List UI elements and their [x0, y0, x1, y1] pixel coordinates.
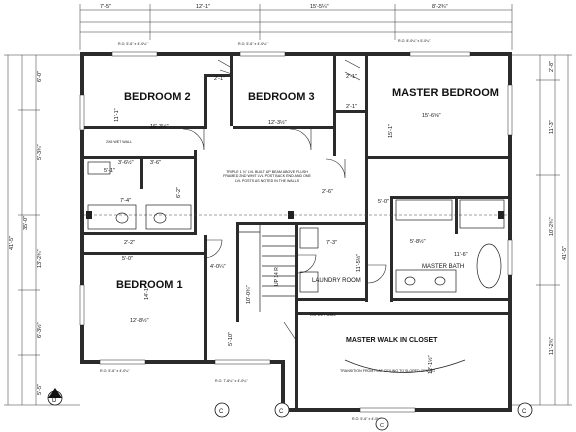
top-dim-4: 8'-2¾" — [432, 4, 448, 10]
doors — [182, 59, 387, 341]
dim-bath-height: 11'-6" — [454, 252, 468, 258]
section-marker-c2: C — [274, 402, 290, 418]
interior-walls — [84, 56, 508, 408]
dim-bath2-width: 5'-1" — [104, 168, 115, 174]
left-dim-6: 5'-5" — [37, 384, 43, 395]
room-label-bedroom1: BEDROOM 1 — [116, 279, 183, 291]
window-label-bedroom2: R.O. 5'-6" x 4'-0¼" — [118, 42, 148, 46]
dim-master-5-0: 5'-0" — [378, 199, 389, 205]
dim-stair-width: 10'-0¾" — [246, 285, 252, 304]
left-dimension-lines — [4, 54, 80, 406]
left-dim-7: 41'-5" — [9, 236, 15, 250]
stair-up-label: UP 14 R — [274, 267, 280, 286]
section-c1-label: C — [219, 409, 224, 415]
left-dim-4: 13'-2¾" — [37, 249, 43, 268]
top-dim-3: 15'-5¼" — [310, 4, 329, 10]
dim-laundry-height: 11'-5½" — [355, 254, 362, 272]
room-label-master-walk-in-closet: MASTER WALK IN CLOSET — [346, 337, 438, 344]
note-beam: TRIPLE 1 ¾" LVL BUILT UP BEAM ABOVE FLUS… — [223, 170, 311, 183]
dim-hall-3-6a: 3'-6½" — [118, 159, 134, 166]
dim-bed1-2-2: 2'-2" — [124, 240, 135, 246]
left-dim-5: 6'-3½" — [36, 322, 43, 338]
section-c2-label: C — [279, 409, 284, 415]
section-c3-label: C — [380, 423, 384, 429]
top-dim-2: 12'-1" — [196, 4, 210, 10]
window-label-center: R.O. 7'-6¼" x 4'-0¼" — [215, 379, 248, 383]
dim-laundry-width: 7'-3" — [326, 240, 337, 246]
room-label-laundry: LAUNDRY ROOM — [312, 278, 361, 284]
stair-treads — [239, 225, 295, 312]
dim-closet-bed3: 2'-1" — [346, 104, 357, 110]
right-dim-4: 41'-5" — [562, 246, 568, 260]
section-c4-label: C — [522, 409, 527, 415]
dim-bath2-6-2: 6'-2" — [176, 187, 182, 198]
left-dim-1: 6'-0" — [37, 71, 43, 82]
dim-closet-bed2: 2'-1" — [214, 76, 225, 82]
right-dim-3: 10'-2¾" — [549, 217, 555, 236]
window-label-bedroom3: R.O. 5'-6" x 4'-0¼" — [238, 42, 268, 46]
note-wet-wall-top: 2X6 WET WALL — [106, 140, 132, 144]
closet-transition-arc — [344, 359, 466, 373]
dim-master-width: 15'-6⅝" — [422, 113, 441, 119]
window-label-master: R.O. 8'-0¼" x 5'-0¼" — [398, 39, 431, 43]
top-dim-1: 7'-5" — [100, 4, 111, 10]
window-label-closet: R.O. 5'-6" x 4'-0¼" — [352, 417, 382, 421]
dim-master-2-1: 2'-1" — [346, 74, 357, 80]
dim-stair-run: 5'-10" — [228, 332, 234, 346]
right-dim-2: 11'-3" — [549, 120, 555, 134]
dim-bedroom1-height: 14'-1" — [144, 286, 150, 300]
dim-bed1-5-0: 5'-0" — [122, 256, 133, 262]
windows — [79, 51, 513, 413]
beam-posts — [86, 211, 504, 219]
window-label-bedroom1: R.O. 5'-6" x 4'-0¼" — [100, 369, 130, 373]
dim-bedroom1-width: 12'-8½" — [130, 317, 149, 324]
right-dimension-lines — [512, 54, 572, 406]
section-marker-c3: C — [375, 417, 389, 431]
dim-master-2-6: 2'-6" — [322, 189, 333, 195]
top-dimension-lines — [79, 4, 513, 50]
room-label-bedroom2: BEDROOM 2 — [124, 91, 191, 103]
dim-bedroom2-height: 11'-1" — [114, 108, 120, 122]
note-beam-container: TRIPLE 1 ¾" LVL BUILT UP BEAM ABOVE FLUS… — [223, 170, 311, 183]
room-label-master-bath: MASTER BATH — [422, 264, 464, 270]
section-marker-d: D — [47, 388, 63, 406]
note-transition: TRANSITION FROM FLAT CEILING TO SLOPED C… — [340, 369, 435, 373]
dim-hall-width: 4'-0¼" — [210, 264, 226, 270]
dim-bedroom3-width: 12'-3½" — [268, 119, 287, 126]
fixtures — [87, 161, 505, 293]
left-dim-2: 5'-3¾" — [37, 144, 43, 160]
section-marker-c4: C — [517, 402, 533, 418]
dim-closet-height: 12'-1½" — [427, 355, 434, 374]
dim-bath-width: 5'-8½" — [410, 238, 426, 245]
right-dim-5: 11'-2¾" — [549, 337, 555, 355]
note-wet-wall-bottom: 2X6 WET WALL — [310, 313, 336, 317]
room-label-master-bedroom: MASTER BEDROOM — [392, 87, 499, 99]
section-marker-c1: C — [214, 402, 230, 418]
section-d-label: D — [52, 398, 57, 404]
room-label-bedroom3: BEDROOM 3 — [248, 91, 315, 103]
dim-hall-7-4: 7'-4" — [120, 198, 131, 204]
dim-master-height: 15'-1" — [388, 124, 394, 138]
dim-hall-3-6b: 3'-6" — [150, 160, 161, 166]
dim-bedroom2-width: 16'-3½" — [150, 123, 169, 130]
right-dim-1: 2'-8" — [549, 61, 555, 72]
left-dim-3: 35'-0" — [23, 216, 29, 230]
